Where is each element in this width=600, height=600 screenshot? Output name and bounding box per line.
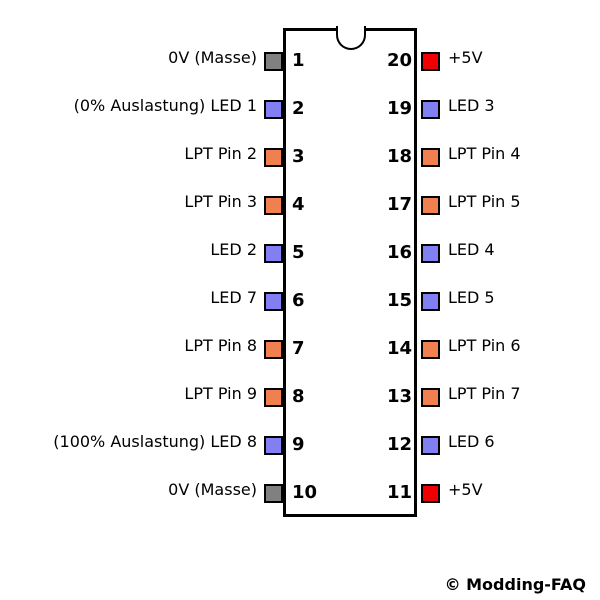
pin-label: (0% Auslastung) LED 1 bbox=[73, 96, 257, 115]
pin-pad-power bbox=[421, 484, 440, 503]
pin-label: +5V bbox=[448, 480, 483, 499]
pin-pad-led bbox=[421, 292, 440, 311]
pin-number: 17 bbox=[386, 194, 412, 215]
pin-pad-lpt bbox=[264, 388, 283, 407]
pin-label: LPT Pin 2 bbox=[184, 144, 257, 163]
pin-number: 3 bbox=[292, 146, 305, 167]
pin-pad-led bbox=[421, 100, 440, 119]
pin-label: LED 4 bbox=[448, 240, 495, 259]
pin-number: 6 bbox=[292, 290, 305, 311]
pin-label: +5V bbox=[448, 48, 483, 67]
pin-pad-lpt bbox=[421, 148, 440, 167]
pin-pad-lpt bbox=[421, 388, 440, 407]
pin-label: LED 3 bbox=[448, 96, 495, 115]
pin-label: (100% Auslastung) LED 8 bbox=[53, 432, 257, 451]
pin-pad-led bbox=[421, 436, 440, 455]
pin-label: 0V (Masse) bbox=[168, 48, 257, 67]
pin-pad-led bbox=[264, 436, 283, 455]
pin-number: 4 bbox=[292, 194, 305, 215]
pin-number: 14 bbox=[386, 338, 412, 359]
pin-pad-led bbox=[264, 100, 283, 119]
ic-chip-body bbox=[283, 28, 417, 517]
pin-pad-lpt bbox=[421, 340, 440, 359]
pin-label: LED 6 bbox=[448, 432, 495, 451]
pin-number: 8 bbox=[292, 386, 305, 407]
pin-pad-lpt bbox=[264, 196, 283, 215]
pin-label: LPT Pin 8 bbox=[184, 336, 257, 355]
pin-number: 16 bbox=[386, 242, 412, 263]
ic-orientation-notch bbox=[336, 26, 366, 50]
pin-number: 13 bbox=[386, 386, 412, 407]
pin-pad-lpt bbox=[264, 340, 283, 359]
pin-number: 18 bbox=[386, 146, 412, 167]
pin-label: LPT Pin 3 bbox=[184, 192, 257, 211]
pin-pad-ground bbox=[264, 52, 283, 71]
pin-number: 12 bbox=[386, 434, 412, 455]
pin-pad-ground bbox=[264, 484, 283, 503]
pin-number: 10 bbox=[292, 482, 318, 503]
pin-pad-lpt bbox=[421, 196, 440, 215]
pin-number: 15 bbox=[386, 290, 412, 311]
pin-label: LPT Pin 4 bbox=[448, 144, 521, 163]
pin-pad-lpt bbox=[264, 148, 283, 167]
pin-number: 11 bbox=[386, 482, 412, 503]
pin-number: 2 bbox=[292, 98, 305, 119]
pin-number: 9 bbox=[292, 434, 305, 455]
pin-pad-power bbox=[421, 52, 440, 71]
pin-label: LED 7 bbox=[210, 288, 257, 307]
pin-label: LPT Pin 9 bbox=[184, 384, 257, 403]
pin-number: 5 bbox=[292, 242, 305, 263]
pin-label: LPT Pin 7 bbox=[448, 384, 521, 403]
pin-label: 0V (Masse) bbox=[168, 480, 257, 499]
pin-label: LPT Pin 6 bbox=[448, 336, 521, 355]
pin-number: 19 bbox=[386, 98, 412, 119]
pin-label: LPT Pin 5 bbox=[448, 192, 521, 211]
copyright-notice: © Modding-FAQ bbox=[444, 575, 586, 594]
pin-pad-led bbox=[264, 244, 283, 263]
pin-pad-led bbox=[264, 292, 283, 311]
pin-pad-led bbox=[421, 244, 440, 263]
pin-number: 20 bbox=[386, 50, 412, 71]
pin-label: LED 5 bbox=[448, 288, 495, 307]
pin-label: LED 2 bbox=[210, 240, 257, 259]
pin-number: 1 bbox=[292, 50, 305, 71]
pin-number: 7 bbox=[292, 338, 305, 359]
